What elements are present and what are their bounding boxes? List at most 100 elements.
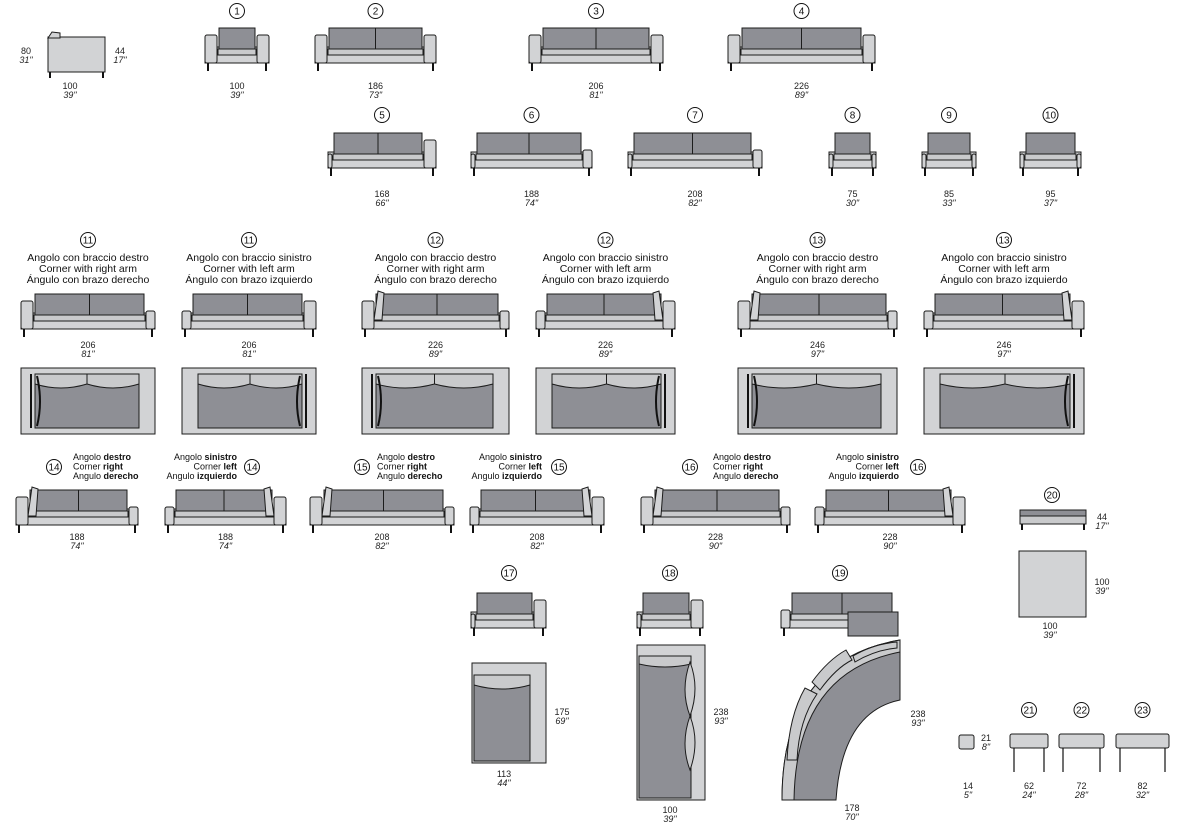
- arm-pillow: [655, 374, 666, 428]
- dimension-inch: 69": [555, 716, 569, 726]
- dimension-inch: 28": [1074, 790, 1089, 800]
- number-ring: [46, 459, 62, 475]
- module-number-label: 20: [1046, 491, 1058, 502]
- dimension-inch: 93": [714, 716, 728, 726]
- back-cushion: [927, 132, 971, 156]
- left-arm: [780, 609, 791, 629]
- module-number-8: 8: [844, 107, 861, 123]
- dimension-inch: 32": [1136, 790, 1150, 800]
- seat-cushion: [641, 613, 691, 621]
- left-arm: [469, 506, 480, 526]
- number-ring: [354, 459, 370, 475]
- ottoman-top-view: [1018, 550, 1087, 618]
- back-cushion: [595, 27, 650, 51]
- back-cushion-top: [1004, 373, 1071, 389]
- corner-caption: Corner with left arm: [958, 263, 1050, 275]
- module-number-23: 23: [1134, 702, 1151, 718]
- number-ring: [1021, 702, 1037, 718]
- module-number-14: 14: [244, 459, 260, 475]
- left-arm: [309, 496, 323, 526]
- module-side-block: 218"145": [958, 733, 991, 800]
- module-number-label: 21: [1023, 706, 1035, 717]
- corner-caption: Corner right: [713, 462, 763, 472]
- number-ring: [241, 232, 257, 248]
- dimension-cm: 226: [598, 340, 613, 350]
- back-cushion: [480, 489, 536, 513]
- back-cushion-top: [638, 655, 692, 668]
- corner-caption: Ángulo con brazo derecho: [756, 273, 879, 286]
- left-arm: [204, 34, 218, 64]
- corner-caption: Corner with right arm: [39, 263, 137, 275]
- dimension-cm: 75: [847, 189, 857, 199]
- dimension-inch: 39": [1095, 586, 1109, 596]
- left-arm: [327, 153, 333, 169]
- dimension-inch: 33": [942, 198, 956, 208]
- module-number-label: 2: [373, 7, 379, 18]
- dimension-cm: 206: [588, 81, 603, 91]
- corner-caption: Angolo destro: [713, 452, 772, 462]
- module-number-14: 14: [46, 459, 62, 475]
- back-cushion-top: [786, 687, 818, 761]
- dimension-cm: 95: [1045, 189, 1055, 199]
- arm-pillow: [30, 374, 41, 428]
- module-number-label: 19: [834, 569, 846, 580]
- back-cushion: [377, 132, 423, 156]
- dimension-cm: 100: [62, 81, 77, 91]
- right-arm: [780, 506, 791, 526]
- dimension-cm: 100: [229, 81, 244, 91]
- dimension-cm: 238: [713, 707, 728, 717]
- sofa-front-view: [627, 132, 763, 176]
- dimension-cm: 188: [69, 532, 84, 542]
- right-arm: [752, 149, 763, 169]
- module-number-label: 23: [1137, 706, 1149, 717]
- back-cushion: [78, 489, 128, 513]
- dimension-inch: 74": [525, 198, 539, 208]
- dimension-cm: 188: [524, 189, 539, 199]
- dimension-inch: 74": [70, 541, 84, 551]
- sofa-front-view: [921, 132, 977, 176]
- back-cushion-top: [816, 373, 882, 389]
- back-cushion: [1025, 132, 1076, 156]
- seat-cushion: [322, 510, 445, 518]
- dimension-inch: 81": [589, 90, 603, 100]
- sofa-front-view: [528, 27, 664, 71]
- module-number-label: 22: [1076, 706, 1088, 717]
- seat-cushion: [824, 510, 953, 518]
- dimension-inch: 39": [63, 90, 77, 100]
- dimension-cm: 246: [810, 340, 825, 350]
- arm-pillow: [684, 714, 696, 772]
- decorative-pillow: [652, 486, 664, 517]
- dimension-inch: 82": [688, 198, 702, 208]
- seat-cushion: [541, 48, 651, 56]
- backrest-tip: [47, 31, 61, 39]
- module-number-label: 5: [379, 111, 385, 122]
- dimension-cm: 80: [21, 46, 31, 56]
- sofa-front-view: [314, 27, 437, 71]
- back-cushion-top: [852, 641, 898, 663]
- back-cushion: [375, 27, 423, 51]
- back-cushion: [801, 27, 862, 51]
- sofa-top-view: [923, 367, 1085, 435]
- decorative-pillow: [749, 290, 761, 321]
- corner-caption: Corner right: [73, 462, 123, 472]
- back-cushion: [546, 293, 605, 317]
- left-arm: [921, 153, 927, 169]
- right-arm: [862, 34, 876, 64]
- module-number-16: 16: [682, 459, 698, 475]
- dimension-cm: 208: [374, 532, 389, 542]
- back-cushion: [791, 592, 843, 616]
- dimension-inch: 39": [230, 90, 244, 100]
- number-ring: [80, 232, 96, 248]
- dimension-cm: 113: [497, 769, 511, 779]
